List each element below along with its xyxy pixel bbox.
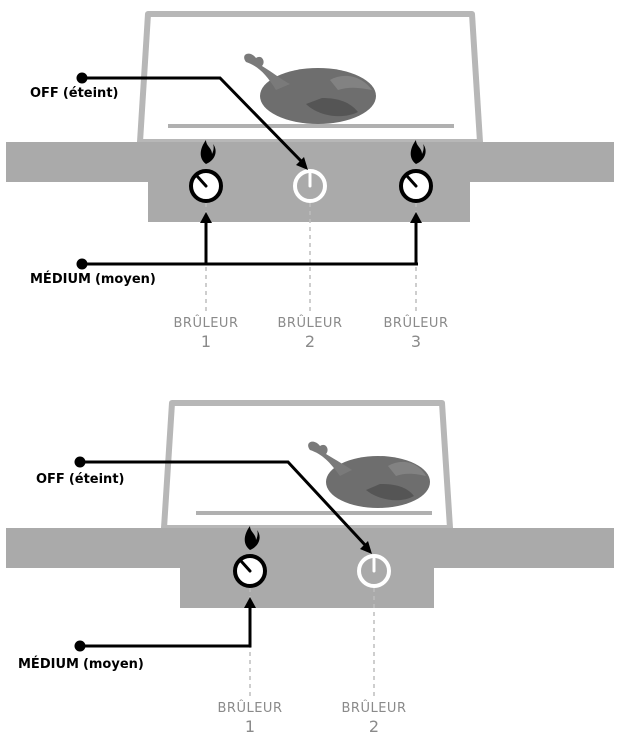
turkey-icon [244,53,376,124]
off-label: OFF(éteint) [36,472,124,487]
side-shelf-right [470,142,614,182]
medium-callout-line [74,597,256,652]
medium-callout-line [76,212,422,270]
side-shelf-left [6,142,148,182]
side-shelf-left [6,528,182,568]
control-panel [180,528,434,608]
knob-burner-1-medium[interactable] [233,554,267,588]
burner-2-number: 2 [369,717,379,736]
turkey-icon [308,441,430,508]
burner-1-number: 1 [201,332,211,351]
burner-1-label: BRÛLEUR [174,315,239,331]
warming-rack [168,124,454,128]
medium-label: MÉDIUM(moyen) [30,271,156,287]
knob-burner-3-medium[interactable] [399,169,433,203]
off-callout-line [74,456,372,554]
off-label: OFF(éteint) [30,86,118,101]
medium-label: MÉDIUM(moyen) [18,656,144,672]
flame-icon [244,526,260,550]
off-callout-line [76,72,308,170]
diagram-two-burners: OFF(éteint) MÉDIUM(moyen) BRÛLEUR 1 BRÛL… [6,400,614,736]
burner-1-label: BRÛLEUR [218,700,283,716]
knob-burner-1-medium[interactable] [189,169,223,203]
warming-rack [196,511,432,515]
burner-2-label: BRÛLEUR [278,315,343,331]
burner-3-number: 3 [411,332,421,351]
side-shelf-right [432,528,614,568]
burner-1-number: 1 [245,717,255,736]
diagram-three-burners: OFF(éteint) MÉDIUM(moyen) BRÛLEUR 1 BRÛL… [6,11,614,351]
flame-icon [200,140,216,164]
burner-3-label: BRÛLEUR [384,315,449,331]
knob-burner-2-off[interactable] [357,554,391,588]
knob-burner-2-off[interactable] [293,169,327,203]
flame-icon [410,140,426,164]
burner-2-number: 2 [305,332,315,351]
burner-2-label: BRÛLEUR [342,700,407,716]
